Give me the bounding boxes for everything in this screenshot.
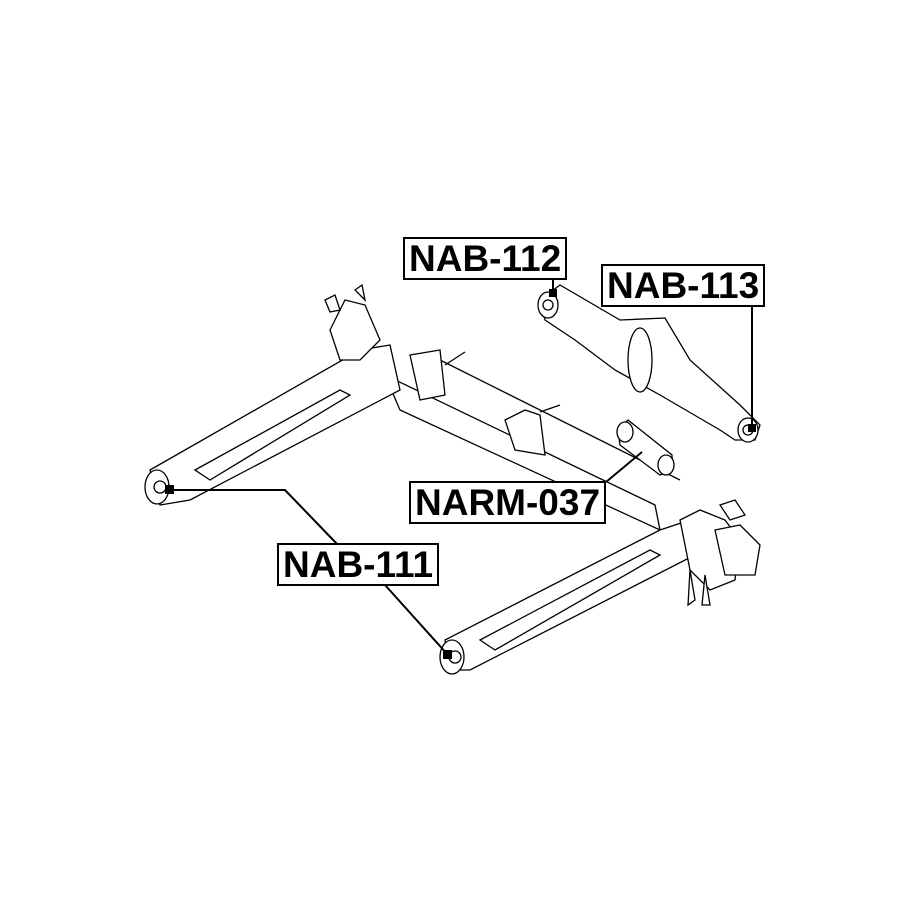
leader-lines	[170, 280, 753, 656]
upper-control-arm	[537, 284, 761, 443]
part-label-nab-113[interactable]: NAB-113	[601, 264, 766, 307]
part-label-nab-111[interactable]: NAB-111	[277, 543, 440, 586]
part-label-narm-037[interactable]: NARM-037	[409, 481, 607, 524]
left-trailing-arm	[144, 283, 401, 506]
marker-squares	[165, 289, 756, 659]
part-label-nab-112[interactable]: NAB-112	[403, 237, 568, 280]
right-trailing-arm	[439, 499, 761, 675]
lateral-link	[616, 419, 675, 476]
